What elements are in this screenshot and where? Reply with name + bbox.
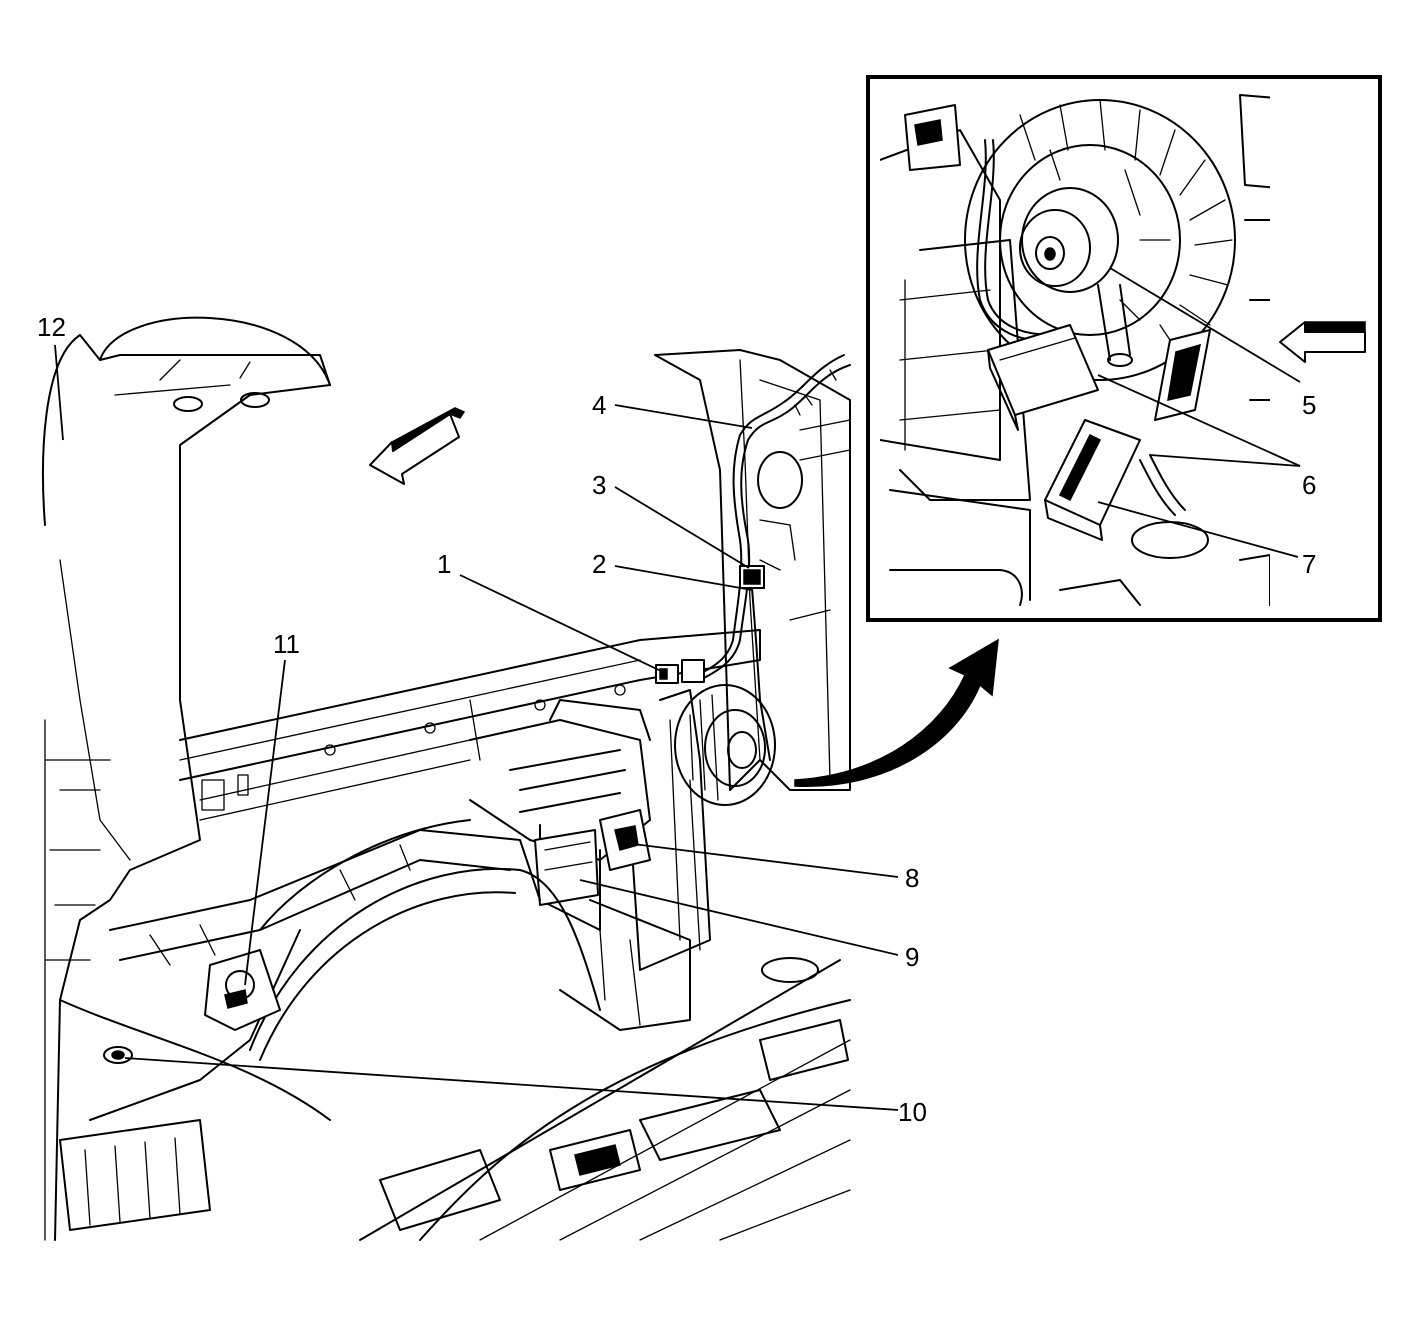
wheel-well xyxy=(249,868,601,1051)
curved-arrow-icon xyxy=(794,638,999,787)
callout-1: 1 xyxy=(437,549,451,579)
connector-1 xyxy=(655,659,705,684)
main-view xyxy=(42,316,999,1241)
inset-detail xyxy=(866,75,1382,622)
callout-labels: 1 2 3 4 5 6 7 8 9 10 11 12 xyxy=(37,312,1316,1127)
module-9 xyxy=(534,829,599,906)
leader-lines xyxy=(54,267,1301,1111)
forward-arrow-icon xyxy=(1279,321,1366,363)
inset-module-6 xyxy=(987,324,1099,431)
front-vent xyxy=(59,1119,211,1231)
callout-8: 8 xyxy=(905,863,919,893)
module-8 xyxy=(599,809,651,871)
rear-panel xyxy=(179,629,761,781)
callout-10: 10 xyxy=(898,1097,927,1127)
floor-panel xyxy=(359,957,851,1241)
callout-7: 7 xyxy=(1302,549,1316,579)
inset-blower-wheel xyxy=(964,99,1236,381)
callout-12: 12 xyxy=(37,312,66,342)
callout-3: 3 xyxy=(592,470,606,500)
lower-duct xyxy=(59,819,541,1121)
wiring-harness xyxy=(699,364,851,681)
callout-2: 2 xyxy=(592,549,606,579)
callout-4: 4 xyxy=(592,390,606,420)
callout-9: 9 xyxy=(905,942,919,972)
sensor-10 xyxy=(103,1046,133,1064)
hvac-duct xyxy=(469,699,691,1031)
inset-module-7 xyxy=(1044,419,1141,541)
callout-6: 6 xyxy=(1302,470,1316,500)
callout-11: 11 xyxy=(273,629,300,659)
forward-arrow-icon xyxy=(369,407,466,485)
left-pillar xyxy=(42,334,331,1241)
callout-5: 5 xyxy=(1302,390,1316,420)
right-pillar xyxy=(654,349,851,791)
actuator-11 xyxy=(204,949,281,1031)
